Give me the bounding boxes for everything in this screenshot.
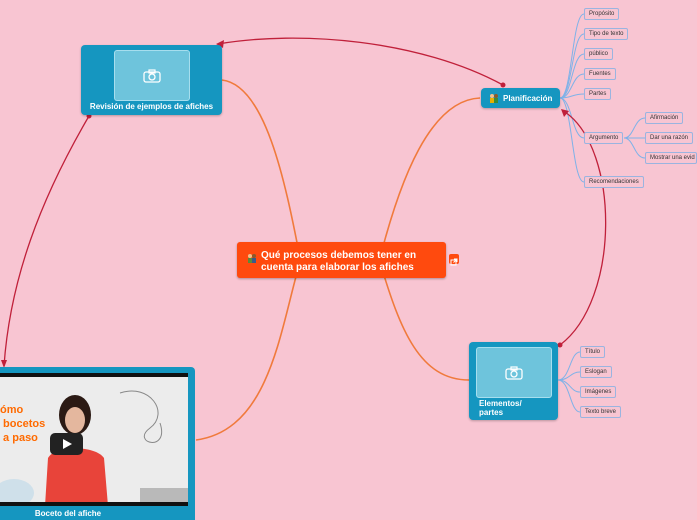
- elementos-leaf[interactable]: Título: [580, 346, 606, 358]
- video-overlay-text: ómo bocetos a paso: [0, 404, 46, 444]
- planificacion-leaf[interactable]: Fuentes: [584, 68, 616, 80]
- image-placeholder: [114, 50, 190, 101]
- topic-boceto-label: Boceto del afiche: [34, 509, 102, 518]
- argumento-leaf[interactable]: Afirmación: [645, 112, 684, 124]
- topic-revision[interactable]: Revisión de ejemplos de afiches: [81, 45, 222, 115]
- video-thumbnail[interactable]: ómo bocetos a paso: [0, 373, 188, 506]
- branch-revision: [221, 79, 301, 259]
- topic-boceto[interactable]: ómo bocetos a paso Boceto del afiche: [0, 367, 195, 520]
- planificacion-leaf[interactable]: Propósito: [584, 8, 620, 20]
- argumento-leaf[interactable]: Dar una razón: [645, 132, 694, 144]
- planificacion-leaf[interactable]: Argumento: [584, 132, 624, 144]
- external-link-icon[interactable]: [449, 254, 459, 266]
- planificacion-leaf[interactable]: Partes: [584, 88, 612, 100]
- camera-icon: [505, 365, 523, 380]
- central-topic[interactable]: Qué procesos debemos tener en cuenta par…: [237, 242, 446, 278]
- topic-revision-label: Revisión de ejemplos de afiches: [89, 102, 214, 111]
- elementos-leaf[interactable]: Imágenes: [580, 386, 617, 398]
- play-icon[interactable]: [50, 433, 83, 455]
- topic-planificacion[interactable]: Planificación: [481, 88, 560, 108]
- people-icon: [247, 253, 257, 263]
- elementos-leaf[interactable]: Eslogan: [580, 366, 612, 378]
- elementos-leaf[interactable]: Texto breve: [580, 406, 622, 418]
- branch-planificacion: [379, 97, 481, 259]
- branch-boceto: [195, 261, 301, 441]
- branch-elementos: [379, 261, 470, 381]
- planificacion-leaf[interactable]: Recomendaciones: [584, 176, 644, 188]
- planificacion-leaf[interactable]: público: [584, 48, 614, 60]
- central-topic-label: Qué procesos debemos tener en cuenta par…: [261, 250, 417, 273]
- camera-icon: [143, 68, 161, 83]
- topic-planificacion-label: Planificación: [503, 94, 553, 103]
- image-placeholder: [476, 347, 552, 398]
- topic-elementos-label: Elementos/ partes: [479, 399, 522, 417]
- people-icon: [489, 93, 499, 105]
- argumento-leaf[interactable]: Mostrar una evid: [645, 152, 697, 164]
- topic-elementos[interactable]: Elementos/ partes: [469, 342, 558, 420]
- planificacion-leaf[interactable]: Tipo de texto: [584, 28, 629, 40]
